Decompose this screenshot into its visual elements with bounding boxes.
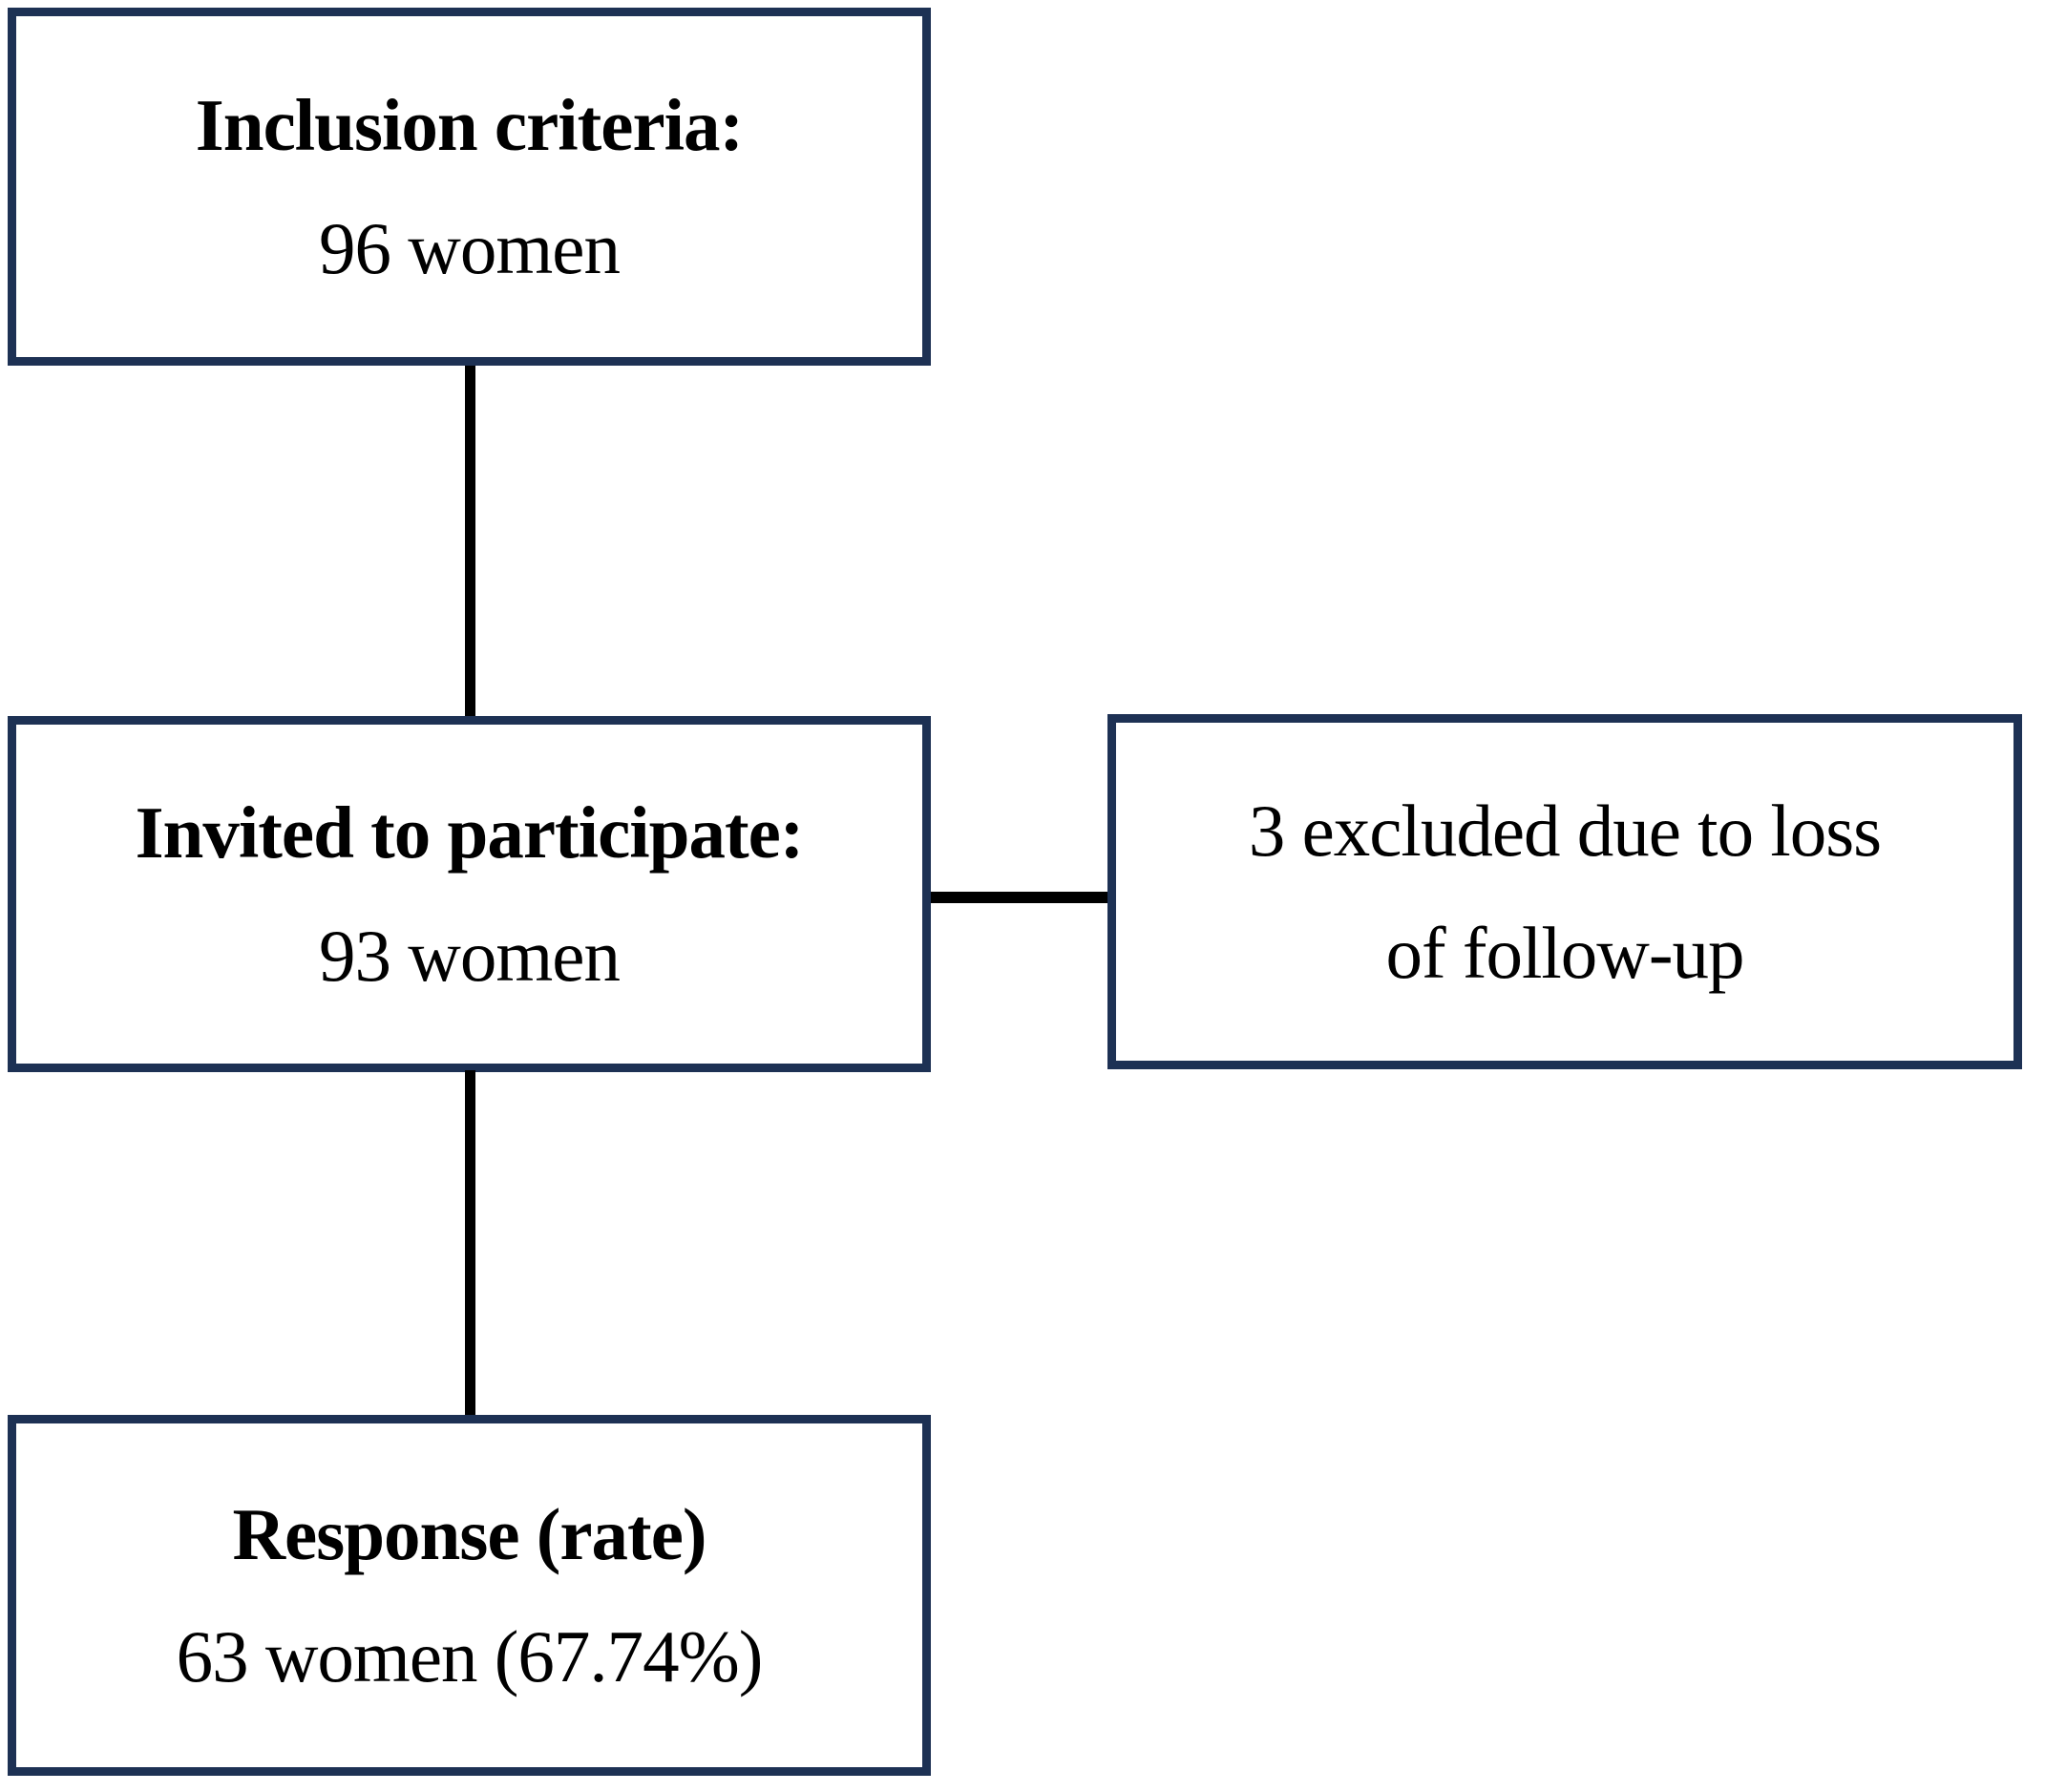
response-rate-count: 63 women (67.74%) bbox=[176, 1615, 764, 1697]
invited-title: Invited to participate: bbox=[135, 791, 805, 875]
connector-invited-to-response bbox=[465, 1070, 475, 1423]
connector-inclusion-to-invited bbox=[465, 366, 475, 717]
inclusion-criteria-title: Inclusion criteria: bbox=[195, 84, 744, 167]
flow-box-inclusion-criteria: Inclusion criteria: 96 women bbox=[8, 8, 931, 366]
response-rate-title: Response (rate) bbox=[232, 1492, 706, 1575]
flow-box-response-rate: Response (rate) 63 women (67.74%) bbox=[8, 1415, 931, 1776]
inclusion-criteria-count: 96 women bbox=[319, 206, 621, 289]
invited-count: 93 women bbox=[319, 914, 621, 997]
connector-invited-to-excluded bbox=[931, 892, 1108, 903]
flow-box-excluded: 3 excluded due to loss of follow-up bbox=[1107, 714, 2022, 1069]
flow-box-invited-to-participate: Invited to participate: 93 women bbox=[8, 716, 931, 1072]
excluded-text-line1: 3 excluded due to loss bbox=[1248, 789, 1882, 872]
excluded-text-line2: of follow-up bbox=[1385, 912, 1744, 994]
